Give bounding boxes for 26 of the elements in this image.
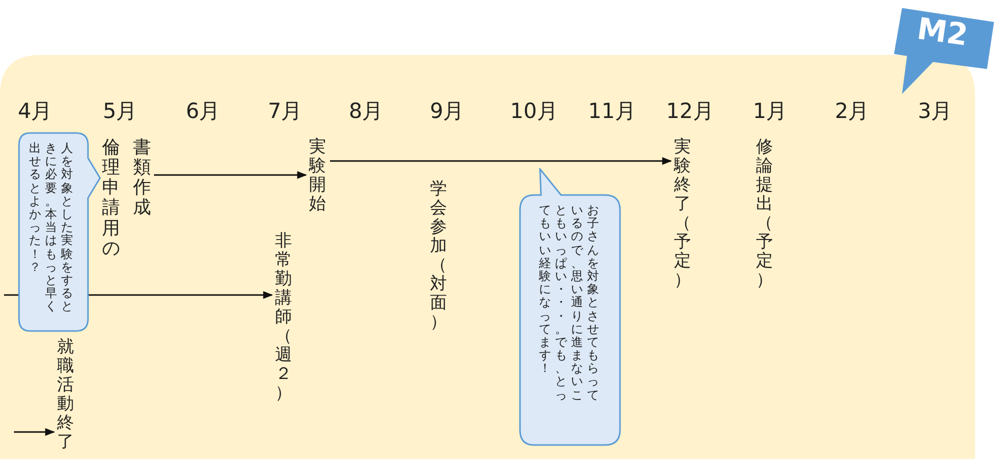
event-label: 倫理申請用の書類作成 <box>102 138 152 266</box>
month-label: 1月 <box>752 98 788 125</box>
month-label: 2月 <box>834 98 870 125</box>
month-label: 8月 <box>348 98 384 125</box>
month-label: 4月 <box>18 98 52 125</box>
month-label: 12月 <box>666 98 714 125</box>
bubble-text: 人を対象とした実験をするときに必要。本当はもっと早く出せるとよかった！？ <box>29 142 73 316</box>
event-label: 非常勤講師（週２） <box>275 232 294 412</box>
month-label: 9月 <box>430 98 464 125</box>
bubble-text: お子さんを対象とさせてもらっているので、思い通りに進まないこともいっぱい・・・。でも、とってもいい経験になってます！ <box>539 204 599 404</box>
arrow <box>154 171 307 179</box>
arrow <box>4 291 273 299</box>
arrow <box>330 157 672 165</box>
badge-text: M2 <box>915 14 970 52</box>
month-label: 6月 <box>186 98 220 125</box>
month-label: 5月 <box>102 98 138 125</box>
event-label: 就職活動終了 <box>57 338 76 456</box>
event-label: 実験開始 <box>309 138 328 218</box>
month-label: 3月 <box>918 98 952 125</box>
event-label: 修論提出（予定） <box>756 138 775 298</box>
event-label: 学会参加（対面） <box>430 180 449 340</box>
month-label: 7月 <box>268 98 302 125</box>
event-label: 実験終了（予定） <box>674 138 693 298</box>
arrow <box>14 428 55 436</box>
month-label: 10月 <box>510 98 558 125</box>
month-label: 11月 <box>588 98 636 125</box>
